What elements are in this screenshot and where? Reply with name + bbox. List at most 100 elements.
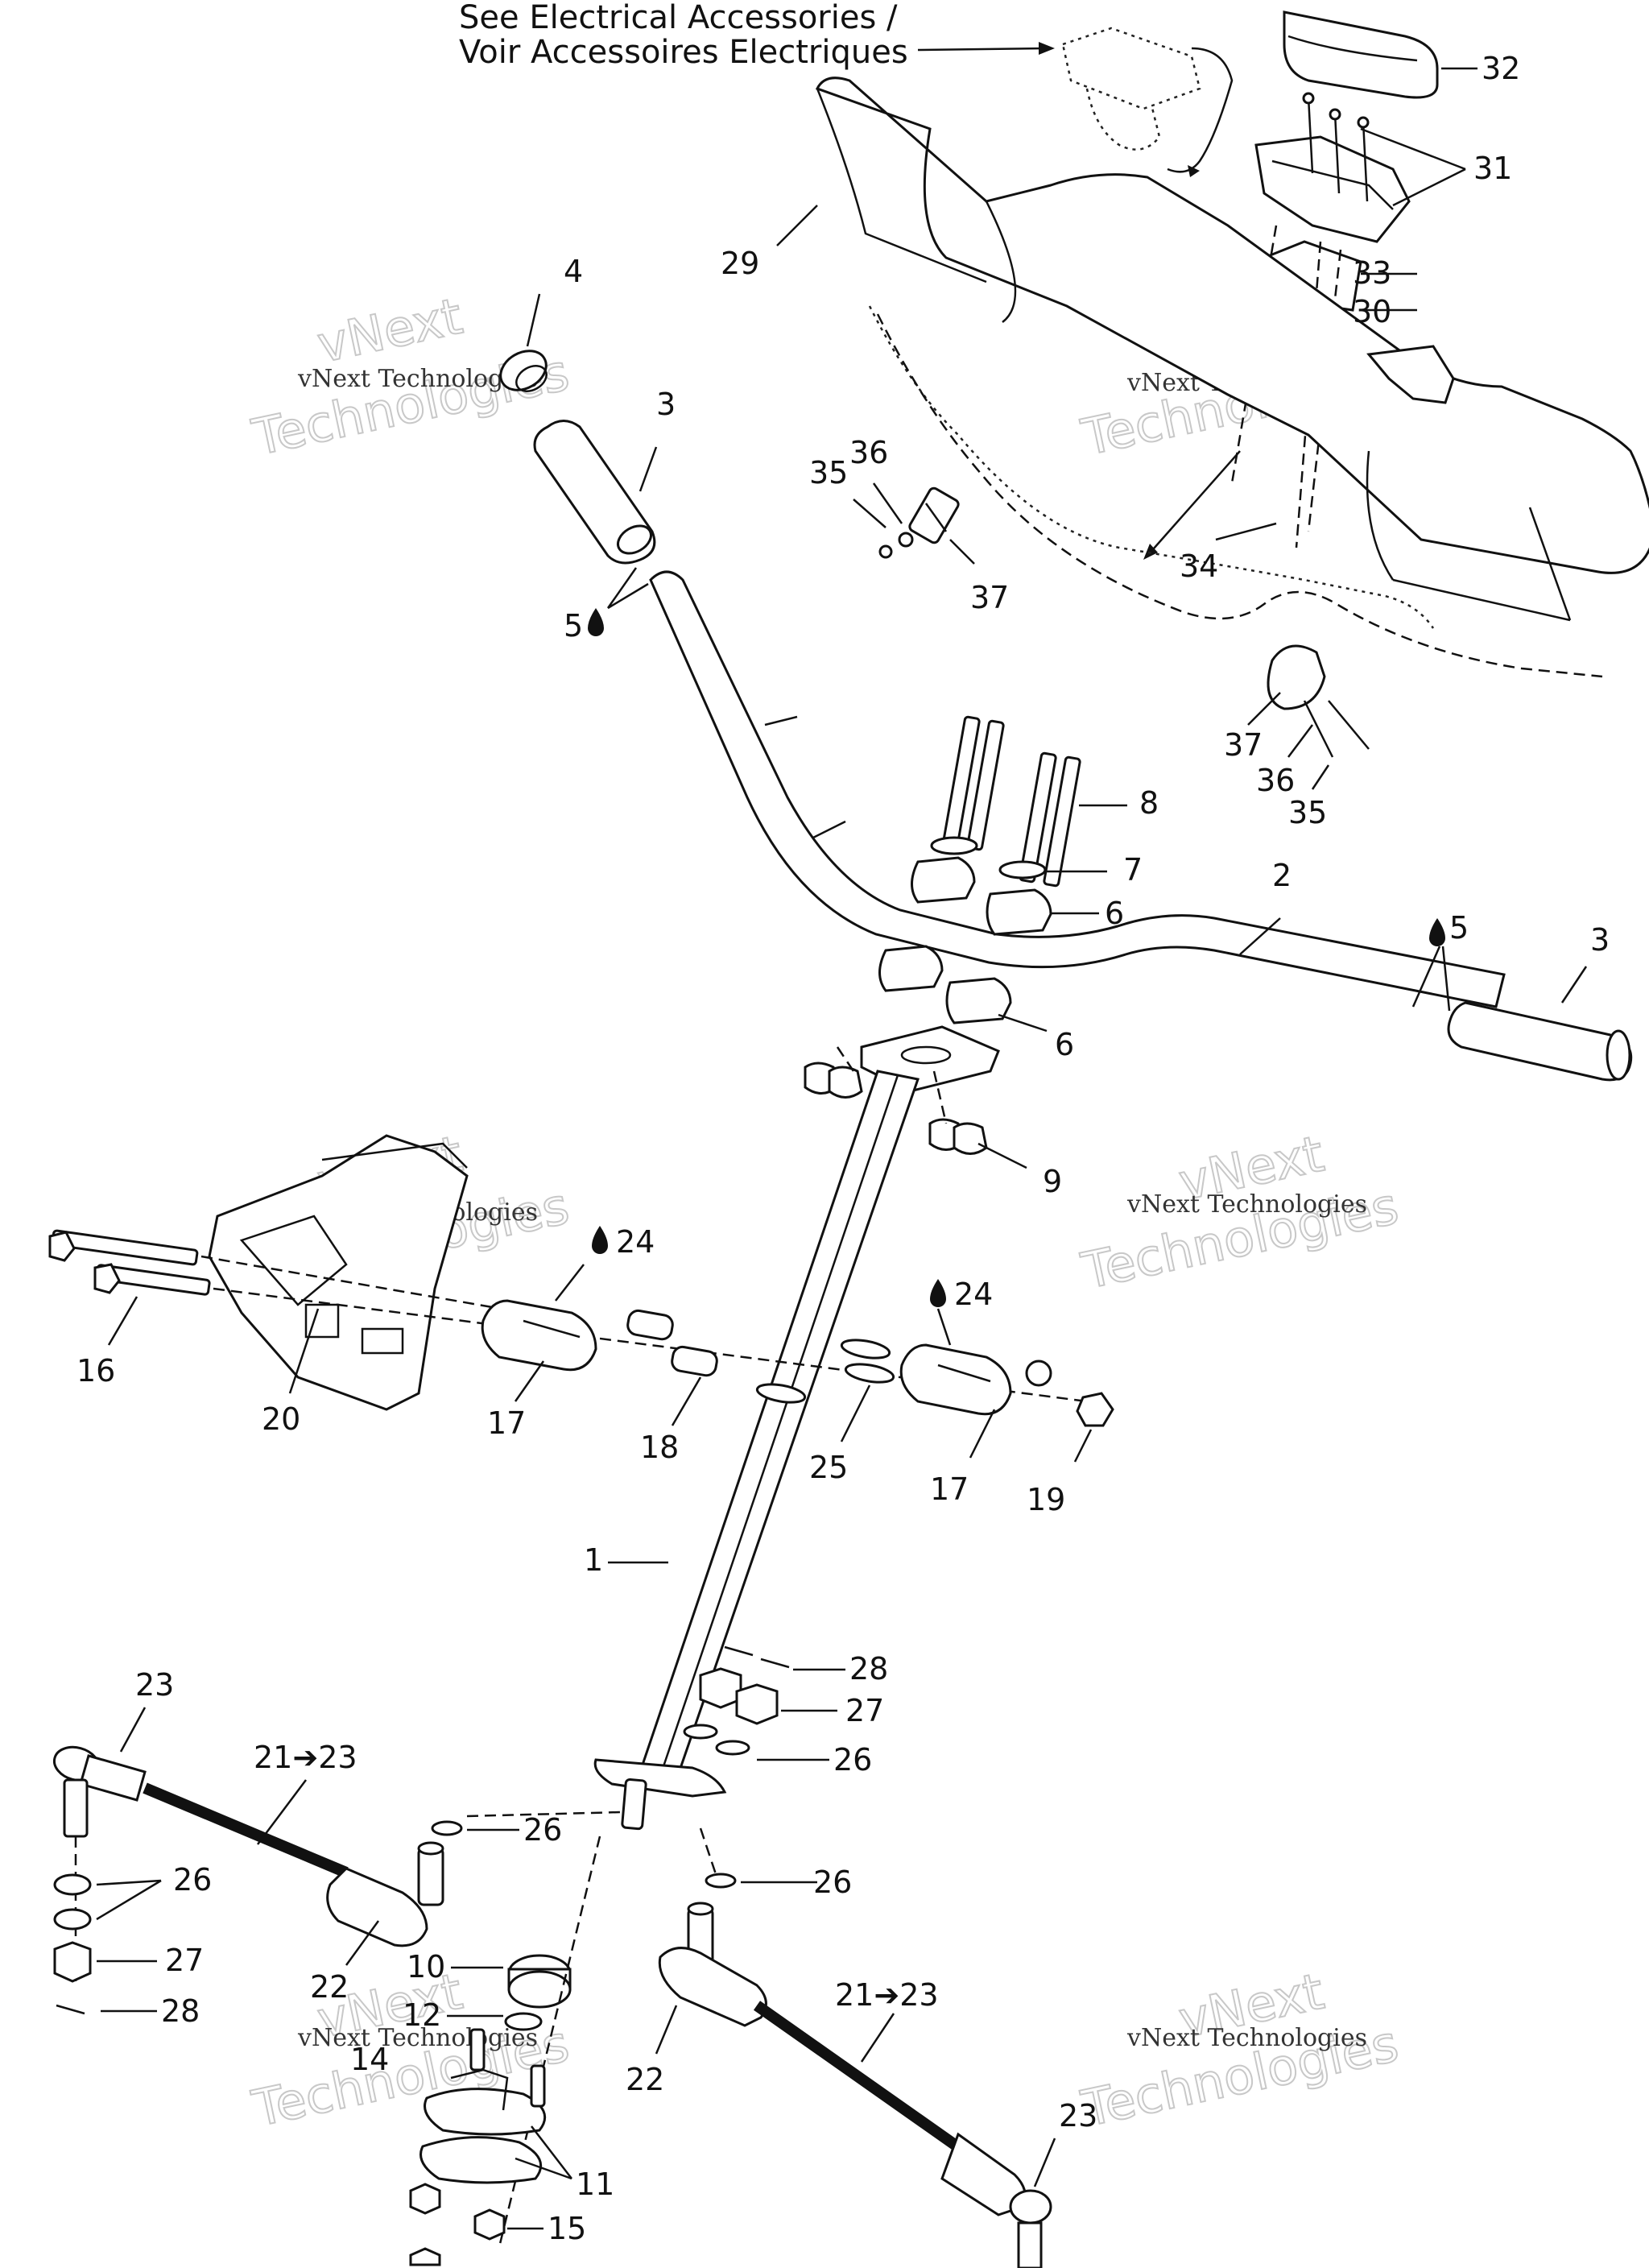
label-part-5: 5 <box>1449 910 1469 946</box>
lubricant-drop-icon-4 <box>930 1279 946 1307</box>
electrical-accessory-gauge <box>1061 27 1234 177</box>
label-part-26: 26 <box>523 1812 562 1848</box>
part-3-grip-left <box>533 420 658 565</box>
label-part-35: 35 <box>1288 795 1327 830</box>
part-21-tie-rod-left <box>143 1779 349 1878</box>
part-2-handlebar <box>649 570 1506 1008</box>
label-part-22: 22 <box>310 1969 349 2005</box>
label-part-32: 32 <box>1482 51 1520 86</box>
label-part-10: 10 <box>407 1949 445 1984</box>
part-23-rod-end-right <box>940 2132 1056 2268</box>
label-part-36: 36 <box>849 435 888 470</box>
part-6-clamp-upper <box>911 856 1099 936</box>
label-part-17: 17 <box>930 1471 969 1507</box>
part-22-ball-joint-left <box>326 1841 444 1966</box>
label-part-1: 1 <box>584 1542 603 1578</box>
header-arrow <box>917 42 1055 55</box>
label-part-26: 26 <box>173 1862 212 1898</box>
part-29-fairing <box>776 77 1649 629</box>
watermark-small: vNext Technologies <box>297 2024 538 2052</box>
lubricant-drop-icon-3 <box>592 1226 608 1254</box>
label-part-15: 15 <box>548 2211 586 2246</box>
watermark-large-top: vNext <box>312 287 467 375</box>
label-part-29: 29 <box>721 246 759 281</box>
watermark-small: vNext Technologies <box>1126 2024 1367 2052</box>
part-3-grip-right <box>1447 966 1633 1082</box>
part-labels: 1 2 3 3 4 5 5 6 6 7 8 9 10 11 12 14 15 1… <box>76 51 1610 2246</box>
label-part-28: 28 <box>161 1993 200 2029</box>
part-15-nuts <box>409 2183 543 2266</box>
label-part-27: 27 <box>165 1943 204 1978</box>
label-part-28: 28 <box>849 1651 888 1687</box>
label-part-27: 27 <box>845 1693 884 1728</box>
lubricant-drop-icon-2 <box>1411 918 1451 1012</box>
label-part-36: 36 <box>1256 763 1295 798</box>
label-part-17: 17 <box>487 1405 526 1441</box>
label-part-20: 20 <box>262 1401 300 1437</box>
part-25-orings <box>755 1339 895 1442</box>
label-part-2: 2 <box>1272 858 1292 893</box>
label-part-24: 24 <box>616 1224 655 1260</box>
label-part-34: 34 <box>1180 548 1218 584</box>
part-27-nut-left <box>53 1941 157 1983</box>
label-part-37: 37 <box>970 580 1009 615</box>
watermark-bottom-right: vNext Technologies vNext Technologies <box>1076 1961 1404 2139</box>
label-part-26: 26 <box>833 1742 872 1778</box>
label-part-33: 33 <box>1353 255 1391 291</box>
part-23-rod-end-left <box>52 1707 147 1981</box>
watermark-small: vNext Technologies <box>297 365 538 393</box>
part-12-washer <box>447 2012 543 2031</box>
part-8-bolts <box>942 715 1127 888</box>
label-part-5: 5 <box>564 608 583 644</box>
label-part-9: 9 <box>1043 1164 1062 1199</box>
label-part-19: 19 <box>1027 1482 1065 1517</box>
part-17-mount-right <box>899 1308 1012 1459</box>
part-7-washers <box>930 836 1107 879</box>
label-part-3: 3 <box>1590 922 1610 958</box>
label-part-3: 3 <box>656 387 676 422</box>
header-line-1: See Electrical Accessories / <box>459 0 898 36</box>
watermark-mid-right: vNext Technologies vNext Technologies <box>1076 1124 1404 1302</box>
label-part-35: 35 <box>809 455 848 490</box>
part-26-washers-left <box>53 1873 162 1931</box>
part-19-nut <box>1025 1360 1114 1463</box>
label-part-26: 26 <box>813 1864 852 1900</box>
label-part-6: 6 <box>1105 896 1124 931</box>
label-part-21-23: 21➔23 <box>835 1977 939 2013</box>
label-part-22: 22 <box>626 2062 664 2097</box>
label-part-23: 23 <box>1059 2098 1097 2133</box>
part-31-bracket <box>1254 92 1466 243</box>
label-part-37: 37 <box>1224 727 1263 763</box>
label-part-23: 23 <box>135 1667 174 1703</box>
label-part-8: 8 <box>1139 785 1159 821</box>
part-22-ball-joint-right <box>655 1902 767 2055</box>
part-17-mount-left <box>481 1264 597 1402</box>
label-part-16: 16 <box>76 1353 115 1389</box>
part-37-clamp-upper <box>853 482 975 565</box>
watermark-small: vNext Technologies <box>1126 1190 1367 1219</box>
label-part-21-23: 21➔23 <box>254 1740 357 1775</box>
part-18-spacers <box>626 1309 718 1426</box>
part-32-cover <box>1283 10 1477 99</box>
label-part-4: 4 <box>564 254 583 289</box>
label-part-12: 12 <box>403 1997 441 2033</box>
part-4-end-cap <box>499 293 548 392</box>
part-6-clamp-lower <box>878 945 1048 1033</box>
part-28-pin-left <box>56 2004 157 2015</box>
part-20-bracket <box>208 1134 469 1411</box>
part-26-washers-center <box>431 1724 829 1889</box>
label-part-24: 24 <box>954 1277 993 1312</box>
label-part-6: 6 <box>1055 1027 1074 1062</box>
part-11-flange <box>419 2028 572 2184</box>
label-part-11: 11 <box>576 2167 614 2202</box>
part-27-nuts-center <box>699 1667 837 1725</box>
part-10-bearing <box>451 1836 601 2248</box>
part-21-tie-rod-right <box>753 2001 978 2163</box>
header-line-2: Voir Accessoires Electriques <box>459 34 908 71</box>
part-28-pins-center <box>724 1645 845 1671</box>
label-part-25: 25 <box>809 1450 848 1485</box>
label-part-30: 30 <box>1353 294 1391 329</box>
label-part-31: 31 <box>1473 151 1512 186</box>
lubricant-drop-icon-1 <box>588 567 649 636</box>
